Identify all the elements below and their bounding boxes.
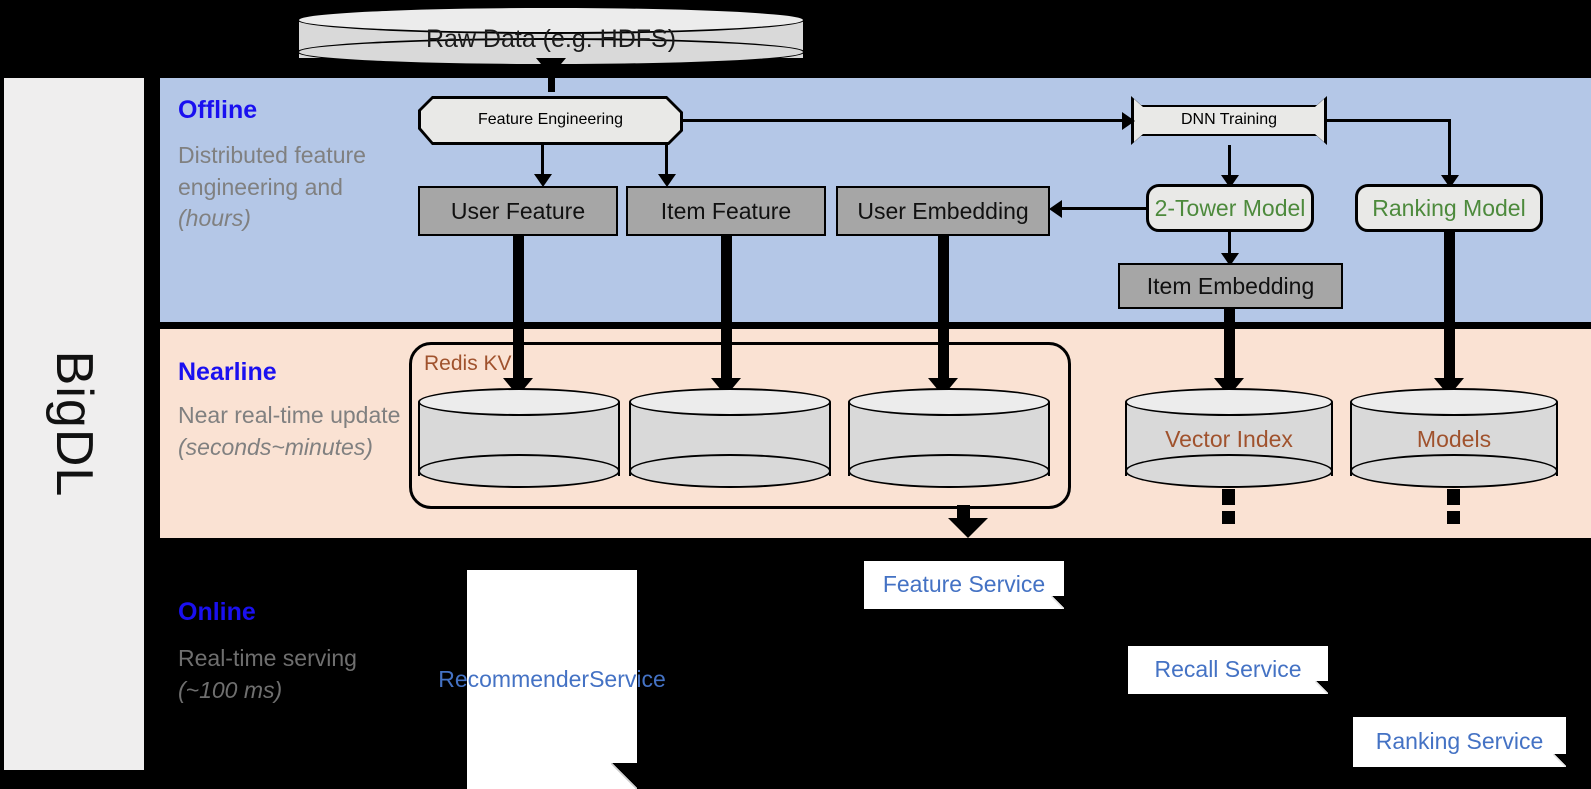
node-dnn-training-label: DNN Training [1134,99,1324,142]
pipe-redis-to-featureservice [957,505,970,521]
node-recall-service-label: Recall Service [1154,656,1302,683]
band-title-nearline: Nearline [178,358,277,386]
node-feature-engineering-label: Feature Engineering [421,99,680,142]
page-fold-icon [1315,681,1328,694]
node-item-embedding-label: Item Embedding [1146,272,1315,299]
sidebar-label: BigDL [45,350,103,498]
pipe-userembedding-to-store [938,236,949,384]
band-subtitle-online-text: Real-time serving [178,645,357,671]
band-subtitle-nearline-em: (seconds~minutes) [178,433,373,460]
arrow-fe-to-itemfeature-head [658,174,676,187]
node-feature-service-label: Feature Service [882,571,1046,598]
node-ranking-service-label: Ranking Service [1375,728,1544,755]
arrow-twotower-to-itememb-head [1221,253,1239,266]
band-subtitle-nearline: Near real-time update (seconds~minutes) [178,400,413,463]
pipe-userfeature-to-store [513,236,524,384]
arrow-fe-to-itemfeature-line [665,145,668,178]
pipe-itemembedding-to-vectorindex [1224,309,1235,384]
node-recall-service[interactable]: Recall Service [1128,646,1328,694]
cylinder-top [1350,388,1558,416]
node-2-tower-model[interactable]: 2-Tower Model [1146,184,1314,232]
cylinder-top [848,388,1050,416]
band-subtitle-offline-text: Distributed feature engineering and [178,142,366,200]
arrow-twotower-to-itememb-line [1228,232,1231,258]
arrow-twotower-to-userembedding-head [1049,200,1062,218]
pipe-vectorindex-dot [1222,511,1235,524]
cylinder-top [629,388,831,416]
pipe-redis-to-featureservice-head [948,518,988,538]
band-subtitle-offline-em: (hours) [178,205,251,232]
node-ranking-service[interactable]: Ranking Service [1353,717,1566,767]
cylinder-bottom [1350,454,1558,488]
arrow-dnn-to-ranking-v [1448,119,1451,180]
node-feature-engineering[interactable]: Feature Engineering [418,96,683,145]
node-recommender-service-label: Recommender Service [438,570,666,789]
pipe-models-dot [1447,511,1460,524]
pipe-itemfeature-to-store [721,236,732,384]
sidebar-bigdl: BigDL [4,78,144,770]
node-2-tower-model-label: 2-Tower Model [1154,194,1306,221]
band-title-offline: Offline [178,96,258,124]
arrow-fe-to-userfeature-line [541,145,544,178]
pipe-rankingmodel-to-models [1444,232,1455,384]
arrow-dnn-to-twotower-line [1228,145,1231,180]
node-user-feature[interactable]: User Feature [418,186,618,236]
node-recommender-service-line2: Service [589,665,666,692]
node-user-embedding[interactable]: User Embedding [836,186,1050,236]
cylinder-bottom [848,454,1050,488]
vector-index-cylinder[interactable]: Vector Index [1125,388,1333,492]
kv-cylinder-user-embedding[interactable] [848,388,1050,492]
cylinder-top [297,6,805,34]
node-feature-service[interactable]: Feature Service [864,561,1064,609]
node-recommender-service-line1: Recommender [438,665,590,692]
cylinder-top [1125,388,1333,416]
arrow-fe-to-dnn-head [1122,112,1135,130]
node-user-embedding-label: User Embedding [857,197,1029,224]
arrow-rawdata-to-fe-head [536,58,566,76]
band-subtitle-nearline-text: Near real-time update [178,402,401,428]
page-fold-icon [1553,754,1566,767]
kv-cylinder-item-feature[interactable] [629,388,831,492]
cylinder-bottom [629,454,831,488]
raw-data-label: Raw Data (e.g. HDFS) [425,24,677,53]
models-cylinder[interactable]: Models [1350,388,1558,492]
cylinder-bottom [418,454,620,488]
redis-kv-container [409,342,1071,509]
node-ranking-model-label: Ranking Model [1372,194,1526,221]
arrow-dnn-to-ranking-h [1327,119,1451,122]
arrow-rawdata-to-fe-line [548,64,555,92]
node-item-feature-label: Item Feature [660,197,792,224]
arrow-fe-to-dnn-line [683,119,1124,122]
arrow-fe-to-userfeature-head [534,174,552,187]
band-subtitle-offline: Distributed feature engineering and (hou… [178,140,408,235]
band-subtitle-online-em: (~100 ms) [178,676,283,703]
cylinder-top [418,388,620,416]
band-title-online: Online [178,598,256,626]
node-item-feature[interactable]: Item Feature [626,186,826,236]
page-fold-icon [1051,596,1064,609]
models-label: Models [1416,425,1492,452]
pipe-models-stub [1447,489,1460,505]
band-subtitle-online: Real-time serving (~100 ms) [178,643,408,706]
pipe-vectorindex-stub [1222,489,1235,505]
node-recommender-service[interactable]: Recommender Service [438,570,666,789]
raw-data-cylinder: Raw Data (e.g. HDFS) [297,6,805,66]
arrow-twotower-to-userembedding-line [1061,207,1147,210]
node-user-feature-label: User Feature [450,197,586,224]
node-item-embedding[interactable]: Item Embedding [1118,263,1343,309]
redis-kv-label: Redis KV [424,352,512,375]
vector-index-label: Vector Index [1165,425,1293,452]
page-fold-icon [611,763,637,789]
kv-cylinder-user-feature[interactable] [418,388,620,492]
cylinder-bottom [1125,454,1333,488]
node-ranking-model[interactable]: Ranking Model [1355,184,1543,232]
